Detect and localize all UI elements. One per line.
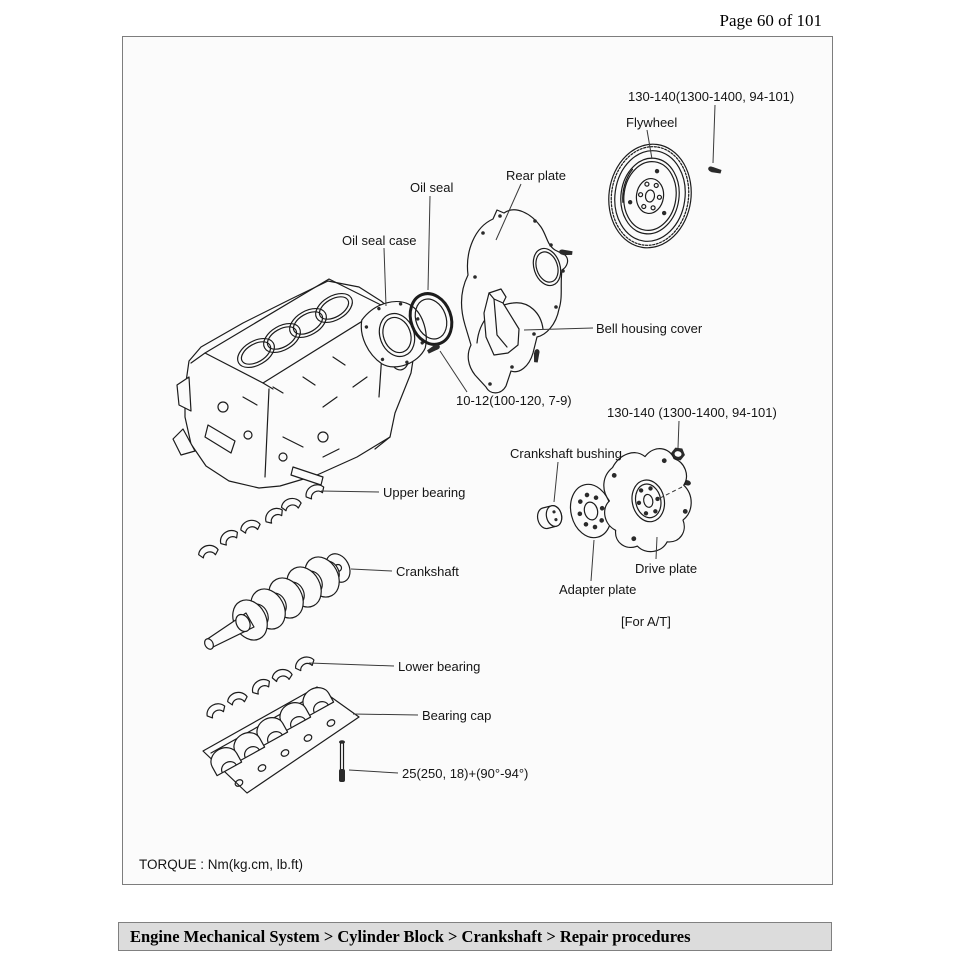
label-crankshaft-bushing: Crankshaft bushing [510, 446, 622, 461]
label-rear-plate: Rear plate [506, 168, 566, 183]
label-bell-housing-cover: Bell housing cover [596, 321, 703, 336]
label-flywheel-torque: 130-140(1300-1400, 94-101) [628, 89, 794, 104]
label-bearing-cap: Bearing cap [422, 708, 491, 723]
diagram-panel: 130-140(1300-1400, 94-101) Flywheel Rear… [122, 36, 833, 885]
label-rear-plate-torque: 10-12(100-120, 7-9) [456, 393, 572, 408]
flywheel-drawing [608, 143, 692, 249]
label-drive-plate: Drive plate [635, 561, 697, 576]
breadcrumb-text: Engine Mechanical System > Cylinder Bloc… [130, 926, 691, 946]
label-crankshaft: Crankshaft [396, 564, 459, 579]
crankshaft-bushing-drawing [536, 505, 563, 530]
leader-lines [308, 104, 716, 774]
torque-note: TORQUE : Nm(kg.cm, lb.ft) [139, 857, 303, 872]
label-flywheel: Flywheel [626, 115, 677, 130]
label-bearing-cap-torque: 25(250, 18)+(90°-94°) [402, 766, 528, 781]
adapter-plate-drawing [569, 483, 613, 539]
label-adapter-plate: Adapter plate [559, 582, 636, 597]
upper-bearing-drawing [196, 481, 327, 560]
flywheel-bolt [707, 164, 722, 176]
label-drive-plate-torque: 130-140 (1300-1400, 94-101) [607, 405, 777, 420]
drive-plate-drawing [603, 448, 692, 553]
label-for-at: [For A/T] [621, 614, 671, 629]
label-lower-bearing: Lower bearing [398, 659, 480, 674]
exploded-view-diagram: 130-140(1300-1400, 94-101) Flywheel Rear… [139, 89, 794, 872]
bell-housing-cover-drawing [483, 288, 520, 356]
label-oil-seal-case: Oil seal case [342, 233, 416, 248]
crankshaft-drawing [204, 553, 351, 650]
oil-seal-drawing [408, 292, 454, 346]
bearing-cap-bolt [339, 740, 345, 782]
rear-plate-drawing [460, 209, 569, 394]
label-oil-seal: Oil seal [410, 180, 453, 195]
drive-plate-nut [671, 447, 685, 461]
label-upper-bearing: Upper bearing [383, 485, 465, 500]
bearing-cap-drawing [202, 682, 360, 794]
breadcrumb: Engine Mechanical System > Cylinder Bloc… [118, 922, 832, 951]
page-indicator: Page 60 of 101 [719, 11, 822, 30]
